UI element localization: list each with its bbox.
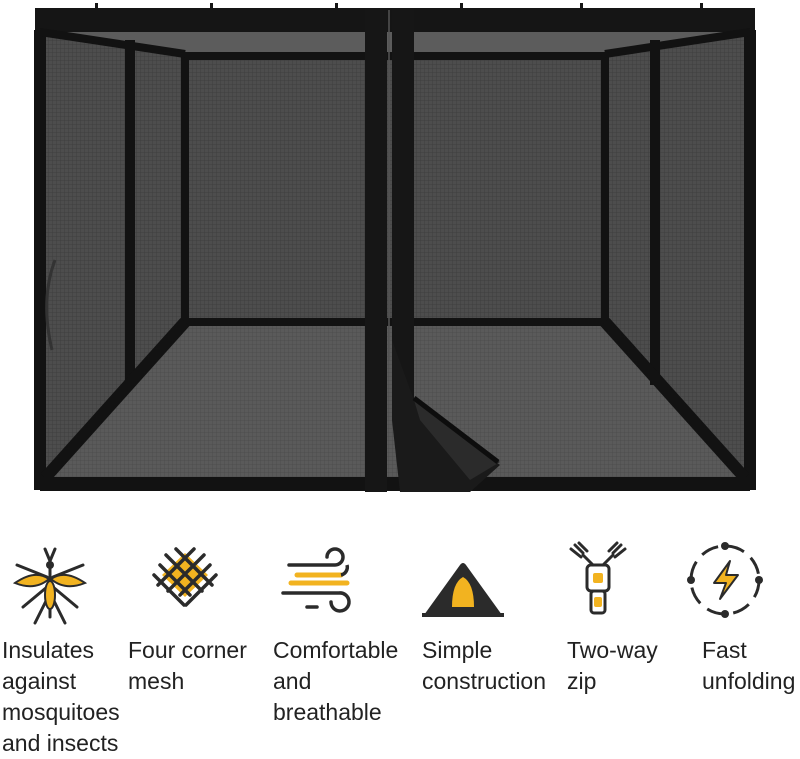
mesh-grid-icon: [140, 535, 230, 625]
feature-label: Insulates against mosquitoes and insects: [2, 637, 120, 756]
features-row: Insulates against mosquitoes and insects…: [0, 535, 800, 756]
wind-icon: [277, 535, 367, 625]
tent-icon: [418, 535, 508, 625]
mosquito-icon: [5, 535, 95, 625]
feature-label: Fast unfolding: [702, 637, 796, 694]
feature-label: Two-way zip: [567, 637, 658, 694]
feature-label: Four corner mesh: [128, 637, 247, 694]
lightning-circle-icon: [680, 535, 770, 625]
product-image: [34, 3, 756, 492]
feature-label: Simple construction: [422, 637, 547, 694]
feature-label: Comfortable and breathable: [273, 637, 399, 725]
zipper-icon: [553, 535, 643, 625]
mosquito-net-enclosure: [34, 3, 756, 492]
